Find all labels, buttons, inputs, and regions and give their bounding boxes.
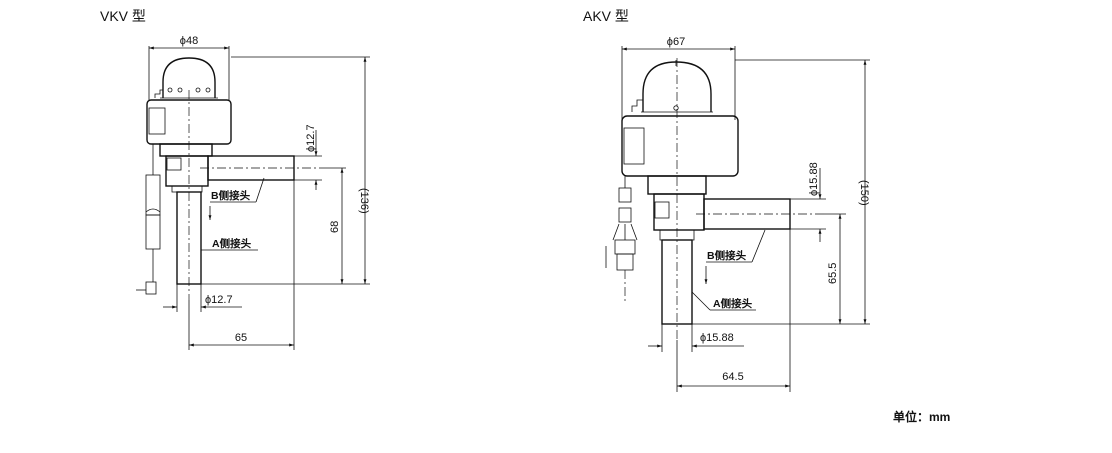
akv-height: 65.5 bbox=[827, 263, 839, 284]
vkv-dia-outlet: ϕ12.7 bbox=[305, 124, 317, 152]
vkv-label-a: A侧接头 bbox=[212, 237, 252, 250]
vkv-total-height: (136) bbox=[358, 188, 370, 214]
vkv-title: VKV 型 bbox=[100, 8, 146, 24]
akv-dome bbox=[631, 60, 713, 113]
akv-label-a: A侧接头 bbox=[713, 297, 753, 310]
vkv-dia-inlet: ϕ12.7 bbox=[205, 294, 233, 306]
akv-dia-top: ϕ67 bbox=[667, 36, 685, 48]
vkv-dome bbox=[154, 57, 218, 99]
akv-inlet-pipe bbox=[661, 58, 693, 340]
akv-cable bbox=[605, 176, 638, 302]
vkv-height: 68 bbox=[329, 221, 341, 233]
akv-width: 64.5 bbox=[722, 371, 743, 383]
akv-total-height: (150) bbox=[858, 180, 870, 206]
vkv-drawing: VKV 型 ϕ48 bbox=[100, 8, 370, 350]
akv-dia-outlet: ϕ15.88 bbox=[808, 162, 820, 196]
akv-drawing: AKV 型 ϕ67 bbox=[583, 8, 870, 392]
vkv-width: 65 bbox=[235, 332, 247, 344]
akv-body bbox=[621, 115, 739, 241]
vkv-dia-top: ϕ48 bbox=[180, 35, 198, 47]
unit-label: 单位：mm bbox=[893, 409, 950, 424]
vkv-outlet-pipe bbox=[200, 155, 320, 181]
vkv-cable bbox=[136, 144, 161, 295]
akv-title: AKV 型 bbox=[583, 8, 629, 24]
vkv-inlet-pipe bbox=[176, 90, 202, 300]
akv-dia-inlet: ϕ15.88 bbox=[700, 332, 734, 344]
akv-label-b: B侧接头 bbox=[707, 249, 747, 262]
vkv-label-b: B侧接头 bbox=[211, 189, 251, 202]
akv-outlet-pipe bbox=[696, 198, 824, 230]
